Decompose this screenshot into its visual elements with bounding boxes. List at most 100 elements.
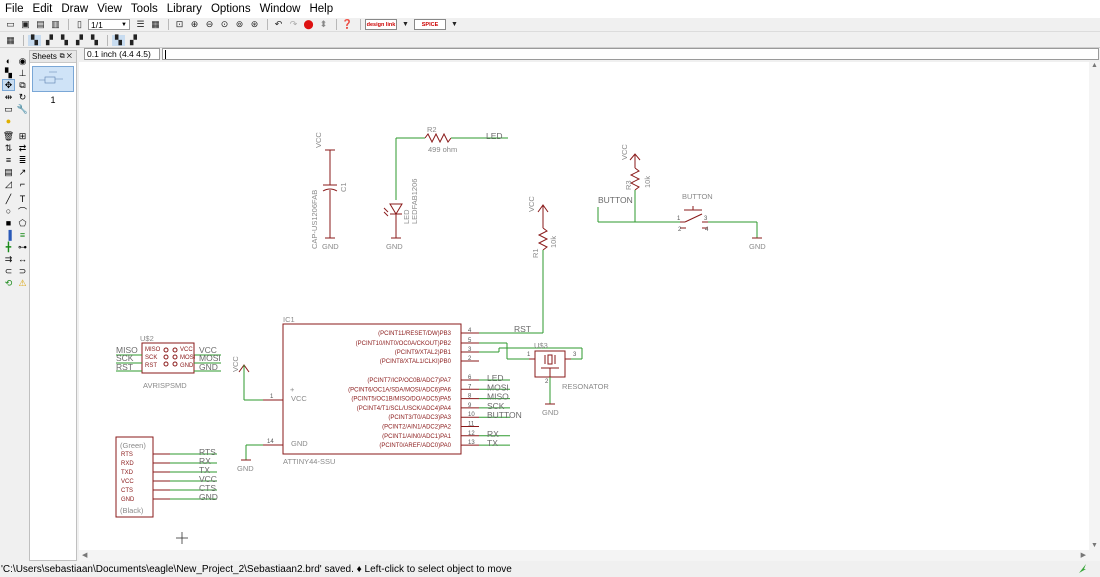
display-icon[interactable]: ▚ <box>5 67 12 78</box>
layout-icon[interactable]: ▞ <box>130 34 137 45</box>
arc-icon[interactable]: ⌒ <box>17 206 27 217</box>
microcontroller-ic1[interactable]: IC1 VCC GND + 1 14 ATTINY44-SSU VCC G <box>231 315 462 473</box>
menu-file[interactable]: File <box>5 3 24 15</box>
erc-icon[interactable]: ⟲ <box>4 277 13 288</box>
zoom-in-icon[interactable]: ⊕ <box>190 19 199 29</box>
resistor-r1[interactable]: VCC R1 10k RST <box>479 196 558 334</box>
show-icon[interactable]: ◉ <box>18 55 27 66</box>
design-link-button[interactable]: design link <box>365 19 397 30</box>
resistor-r2[interactable]: R2 499 ohm LED <box>395 125 508 200</box>
warning-icon[interactable]: ⚠ <box>18 277 27 288</box>
new-file-icon[interactable]: ▭ <box>6 19 15 29</box>
layout-icon[interactable]: ▚ <box>112 34 125 46</box>
resonator-value: RESONATOR <box>562 382 609 391</box>
redo-icon[interactable]: ↷ <box>289 19 298 29</box>
go-run-icon[interactable] <box>1077 563 1088 574</box>
layout-icon[interactable]: ▚ <box>28 34 41 46</box>
script-icon[interactable]: ☰ <box>136 19 145 29</box>
info-icon[interactable]: ◐ <box>5 56 12 66</box>
cam-icon[interactable]: ▥ <box>51 19 60 29</box>
avrisp-header-u2[interactable]: U$2 MISO SCK RST VCC MOSI GND MISO SCK R… <box>116 334 221 390</box>
horizontal-scrollbar[interactable]: ◀ ▶ <box>79 550 1089 561</box>
zoom-select-icon[interactable]: ⊚ <box>235 19 244 29</box>
polygon-icon[interactable]: ⬠ <box>18 217 27 228</box>
mark-icon[interactable]: ⊥ <box>18 67 27 78</box>
wire-icon[interactable]: ╱ <box>5 193 12 204</box>
sheet-icon[interactable]: ▯ <box>77 19 82 29</box>
gateswap-icon[interactable]: ≡ <box>5 155 12 165</box>
bus-icon[interactable]: ▐ <box>5 230 12 240</box>
change-icon[interactable]: 🔧 <box>16 103 29 114</box>
spice-button[interactable]: SPICE <box>414 19 446 30</box>
junction-icon[interactable]: ╋ <box>5 241 12 252</box>
mirror-icon[interactable]: ⇹ <box>4 91 13 102</box>
command-line-input[interactable] <box>162 48 1099 60</box>
menu-view[interactable]: View <box>97 3 122 15</box>
move-icon[interactable]: ✥ <box>2 79 15 91</box>
label-icon[interactable]: ⊶ <box>18 241 27 252</box>
rect-icon[interactable]: ■ <box>5 218 12 228</box>
led-diode[interactable]: LED LEDFAB1206 GND <box>383 179 419 251</box>
smash-icon[interactable]: ↗ <box>18 166 27 177</box>
undo-icon[interactable]: ↶ <box>274 19 283 29</box>
miter-icon[interactable]: ◿ <box>5 178 12 189</box>
menu-help[interactable]: Help <box>309 3 334 15</box>
delete-icon[interactable]: 🗑 <box>2 130 15 141</box>
capacitor-c1[interactable]: VCC C1 CAP-US1206FAB GND <box>310 132 348 251</box>
zoom-last-icon[interactable]: ⊛ <box>250 19 259 29</box>
zoom-out-icon[interactable]: ⊖ <box>205 19 214 29</box>
resistor-r3[interactable]: VCC R3 10k <box>620 144 652 222</box>
pushbutton[interactable]: BUTTON BUTTON 1 2 3 4 GND <box>597 192 766 251</box>
scroll-left-icon[interactable]: ◀ <box>82 552 88 559</box>
dimension-icon[interactable]: ↔ <box>18 254 27 264</box>
net-icon[interactable]: ≡ <box>19 230 26 240</box>
vertical-scrollbar[interactable]: ▲ ▼ <box>1089 62 1100 561</box>
pinswap-icon[interactable]: ⇅ <box>4 142 13 153</box>
name-icon[interactable]: ≣ <box>18 154 27 165</box>
ftdi-header[interactable]: (Green) (Black) <box>115 436 154 518</box>
layout-icon[interactable]: ▚ <box>61 34 68 45</box>
stop-icon[interactable]: ⬤ <box>303 19 314 29</box>
add-icon[interactable]: ⊞ <box>18 130 27 141</box>
menu-draw[interactable]: Draw <box>61 3 89 15</box>
menu-options[interactable]: Options <box>210 3 251 15</box>
chevron-down-icon[interactable]: ▼ <box>402 21 409 28</box>
resonator-u3[interactable]: U$3 1 2 3 RESONATOR GND <box>479 341 609 417</box>
print-icon[interactable]: ▤ <box>36 19 45 29</box>
sheet-select[interactable]: 1/1▼ <box>88 19 130 30</box>
zoom-redraw-icon[interactable]: ⊙ <box>220 19 229 29</box>
scroll-up-icon[interactable]: ▲ <box>1091 62 1098 69</box>
layout-icon[interactable]: ▞ <box>76 34 83 45</box>
modules-icon[interactable]: ⊃ <box>18 265 27 276</box>
attribute-icon[interactable]: ⇉ <box>4 253 13 264</box>
save-icon[interactable]: ▣ <box>21 19 30 29</box>
layout-icon[interactable]: ▞ <box>46 34 53 45</box>
scroll-right-icon[interactable]: ▶ <box>1080 552 1086 559</box>
ulp-icon[interactable]: ▦ <box>151 19 160 29</box>
sheet-select-value: 1/1 <box>91 19 103 30</box>
menu-tools[interactable]: Tools <box>130 3 158 15</box>
copy-icon[interactable]: ⧉ <box>19 79 26 90</box>
go-icon[interactable]: ⬍ <box>319 19 328 29</box>
scroll-down-icon[interactable]: ▼ <box>1091 542 1098 549</box>
menu-window[interactable]: Window <box>259 3 301 15</box>
help-icon[interactable]: ❓ <box>341 19 354 29</box>
text-icon[interactable]: T <box>19 194 26 204</box>
menu-library[interactable]: Library <box>166 3 202 15</box>
schematic-canvas[interactable]: .net { stroke: #2e9a2e; stroke-width: 1;… <box>79 62 1100 561</box>
circle-icon[interactable]: ○ <box>5 206 12 216</box>
split-icon[interactable]: ⌐ <box>19 179 26 189</box>
paste-icon[interactable]: ● <box>5 116 12 126</box>
value-icon[interactable]: ▤ <box>4 166 13 177</box>
sheet-thumbnail[interactable] <box>32 66 74 92</box>
panel-controls-icon[interactable]: ⧉✕ <box>59 52 74 60</box>
group-icon[interactable]: ▭ <box>4 103 13 114</box>
chevron-down-icon[interactable]: ▼ <box>451 21 458 28</box>
layout-icon[interactable]: ▚ <box>91 34 98 45</box>
zoom-fit-icon[interactable]: ⊡ <box>175 19 184 29</box>
rotate-icon[interactable]: ↻ <box>18 91 27 102</box>
grid-icon[interactable]: ▦ <box>6 34 15 45</box>
replace-icon[interactable]: ⇄ <box>18 142 27 153</box>
frame-icon[interactable]: ⊂ <box>4 265 13 276</box>
menu-edit[interactable]: Edit <box>32 3 53 15</box>
